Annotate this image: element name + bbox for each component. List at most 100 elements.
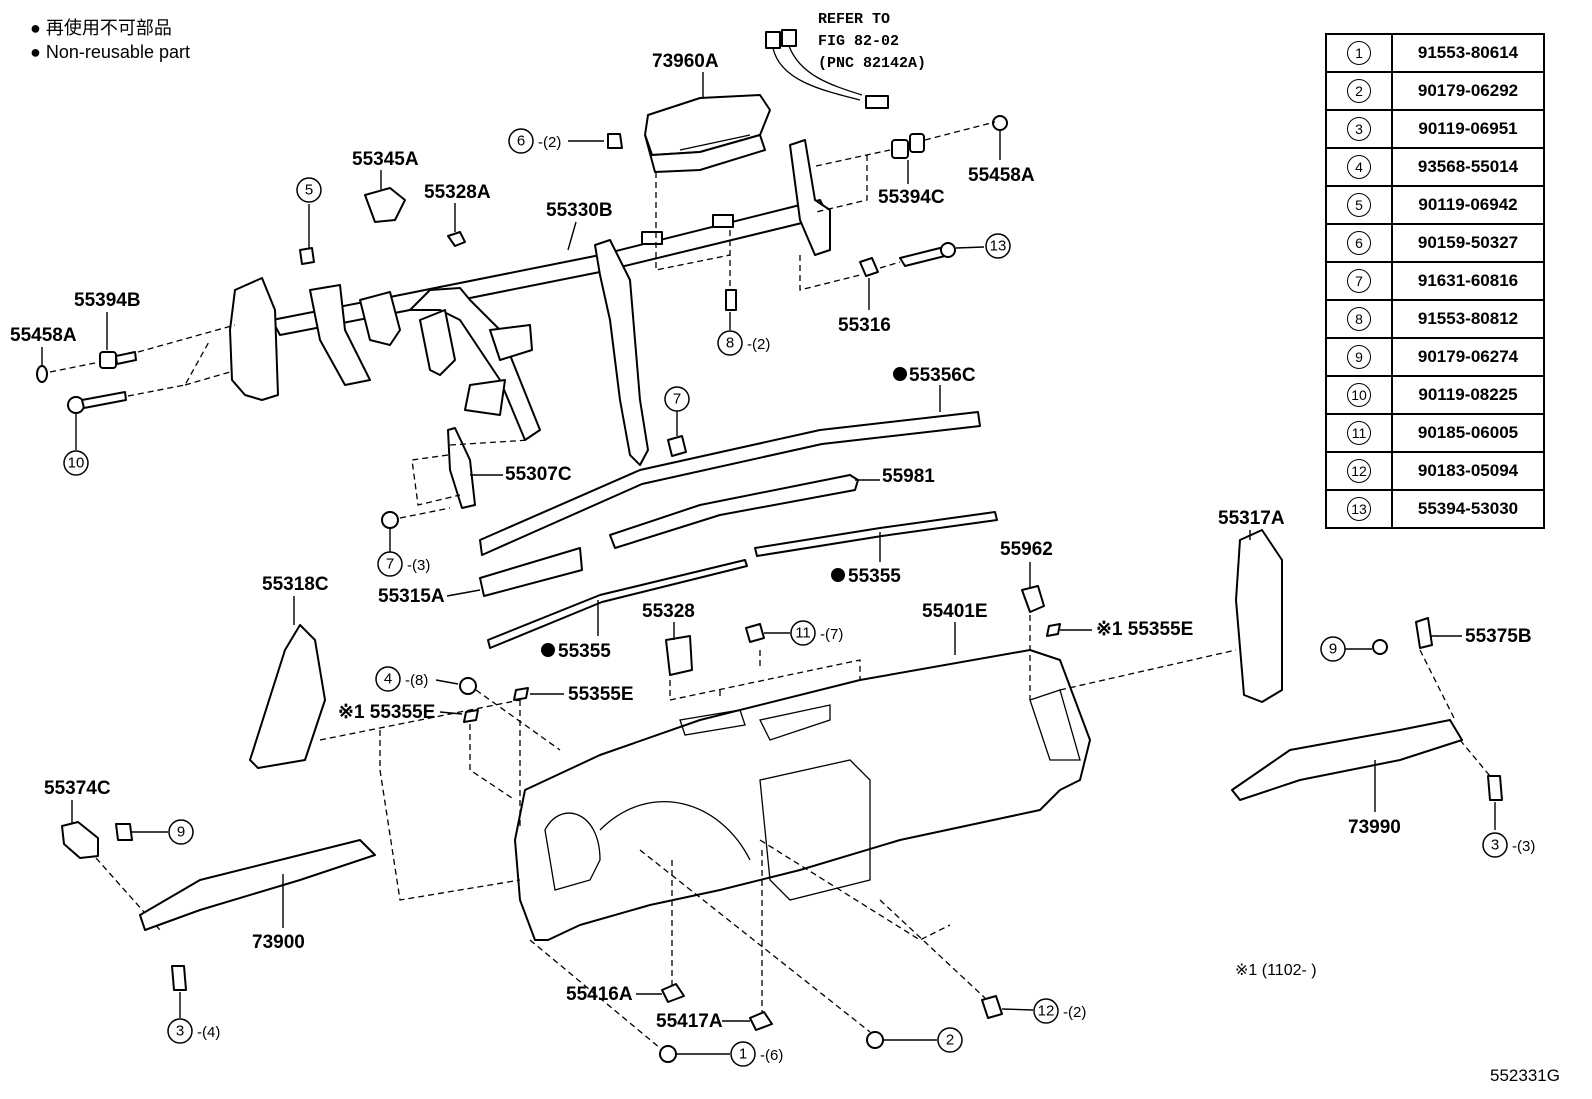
refer-line3: (PNC 82142A) [818, 55, 926, 72]
parts-table-row: 9 90179-06274 [1325, 337, 1545, 377]
part-number-cell: 90183-05094 [1391, 451, 1545, 491]
callout-8: 8 -(2) [717, 330, 770, 356]
callout-7b: 7 -(3) [377, 551, 430, 577]
refer-line2: FIG 82-02 [818, 33, 899, 50]
ref-number: 6 [1347, 231, 1371, 255]
callout-qty: -(2) [1063, 1004, 1086, 1021]
ref-number-cell: 6 [1325, 223, 1393, 263]
label-73900: 73900 [252, 932, 305, 953]
label-55328A: 55328A [424, 182, 491, 203]
label-55394C: 55394C [878, 187, 945, 208]
ref-number: 10 [1347, 383, 1371, 407]
figure-code: 552331G [1490, 1066, 1560, 1085]
callout-qty: -(4) [197, 1024, 220, 1041]
pad-55315A [479, 547, 583, 597]
part-number-cell: 90119-08225 [1391, 375, 1545, 415]
panel-55356C [479, 411, 981, 556]
callout-6: 6 -(2) [508, 128, 604, 154]
callout-number: 11 [795, 625, 811, 642]
seal-55355-left [487, 559, 748, 649]
callout-number: 6 [517, 133, 525, 150]
ref-number: 12 [1347, 459, 1371, 483]
callout-2: 2 [883, 1027, 963, 1053]
label-55962: 55962 [1000, 539, 1053, 560]
refer-line1: REFER TO [818, 11, 890, 28]
callout-number: 5 [305, 182, 313, 199]
callout-12: 12 -(2) [1001, 998, 1086, 1024]
callout-qty: -(7) [820, 626, 843, 643]
ref-number: 4 [1347, 155, 1371, 179]
ref-number-cell: 2 [1325, 71, 1393, 111]
callout-qty: -(3) [1512, 838, 1535, 855]
ref-number-cell: 12 [1325, 451, 1393, 491]
clip-55355E-right [1046, 623, 1061, 637]
ref-number: 5 [1347, 193, 1371, 217]
callout-number: 2 [946, 1032, 954, 1049]
label-55375B: 55375B [1465, 626, 1532, 647]
label-55355E-right: ※1 55355E [1096, 619, 1193, 640]
callout-number: 12 [1038, 1003, 1055, 1020]
register-55981 [609, 474, 859, 549]
callout-7a: 7 [664, 386, 690, 412]
side-panel-55317A [1235, 529, 1283, 703]
ref-number: 8 [1347, 307, 1371, 331]
label-55416A: 55416A [566, 984, 633, 1005]
parts-table-row: 8 91553-80812 [1325, 299, 1545, 339]
clip-12 [981, 995, 1003, 1019]
label-73990: 73990 [1348, 817, 1401, 838]
non-reusable-icon [893, 367, 907, 381]
label-55356C: 55356C [909, 365, 976, 386]
part-number-cell: 90179-06292 [1391, 71, 1545, 111]
footnote: ※1 (1102- ) [1235, 962, 1317, 979]
label-55355E-mid: 55355E [568, 684, 634, 705]
callout-11: 11 -(7) [745, 620, 843, 646]
parts-table-row: 12 90183-05094 [1325, 451, 1545, 491]
screw-7b [381, 511, 399, 529]
ref-number-cell: 1 [1325, 33, 1393, 73]
part-number-cell: 93568-55014 [1391, 147, 1545, 187]
ref-number: 1 [1347, 41, 1371, 65]
clip-55355E-left [463, 709, 479, 723]
part-number-cell: 90159-50327 [1391, 223, 1545, 263]
callout-number: 9 [1329, 641, 1337, 658]
part-number-cell: 90179-06274 [1391, 337, 1545, 377]
callout-number: 3 [176, 1023, 184, 1040]
label-55315A: 55315A [378, 586, 445, 607]
callout-5: 5 [296, 177, 322, 203]
bracket-55345A [364, 187, 406, 223]
bracket-55328 [665, 635, 693, 676]
callout-3a: 3 -(3) [1482, 832, 1535, 858]
part-number-cell: 90119-06951 [1391, 109, 1545, 149]
label-55307C: 55307C [505, 464, 572, 485]
callout-number: 7 [673, 391, 681, 408]
ref-number: 7 [1347, 269, 1371, 293]
callout-qty: -(8) [405, 672, 428, 689]
screw-9a [115, 823, 133, 841]
glovebox-73900 [139, 839, 376, 931]
callout-3b: 3 -(4) [167, 1018, 220, 1044]
callout-number: 8 [726, 335, 734, 352]
part-number-cell: 55394-53030 [1391, 489, 1545, 529]
callout-number: 10 [68, 455, 85, 472]
label-55330B: 55330B [546, 200, 613, 221]
screw-5 [299, 247, 315, 265]
ref-number: 13 [1347, 497, 1371, 521]
callout-9b: 9 [1320, 636, 1372, 662]
ref-number-cell: 13 [1325, 489, 1393, 529]
label-55316: 55316 [838, 315, 891, 336]
ref-number: 9 [1347, 345, 1371, 369]
label-55355-right: 55355 [848, 566, 901, 587]
part-number-cell: 91553-80614 [1391, 33, 1545, 73]
non-reusable-icon [831, 568, 845, 582]
ref-number-cell: 11 [1325, 413, 1393, 453]
callout-number: 3 [1491, 837, 1499, 854]
part-number-cell: 91553-80812 [1391, 299, 1545, 339]
ref-number: 11 [1347, 421, 1371, 445]
ref-number-cell: 8 [1325, 299, 1393, 339]
